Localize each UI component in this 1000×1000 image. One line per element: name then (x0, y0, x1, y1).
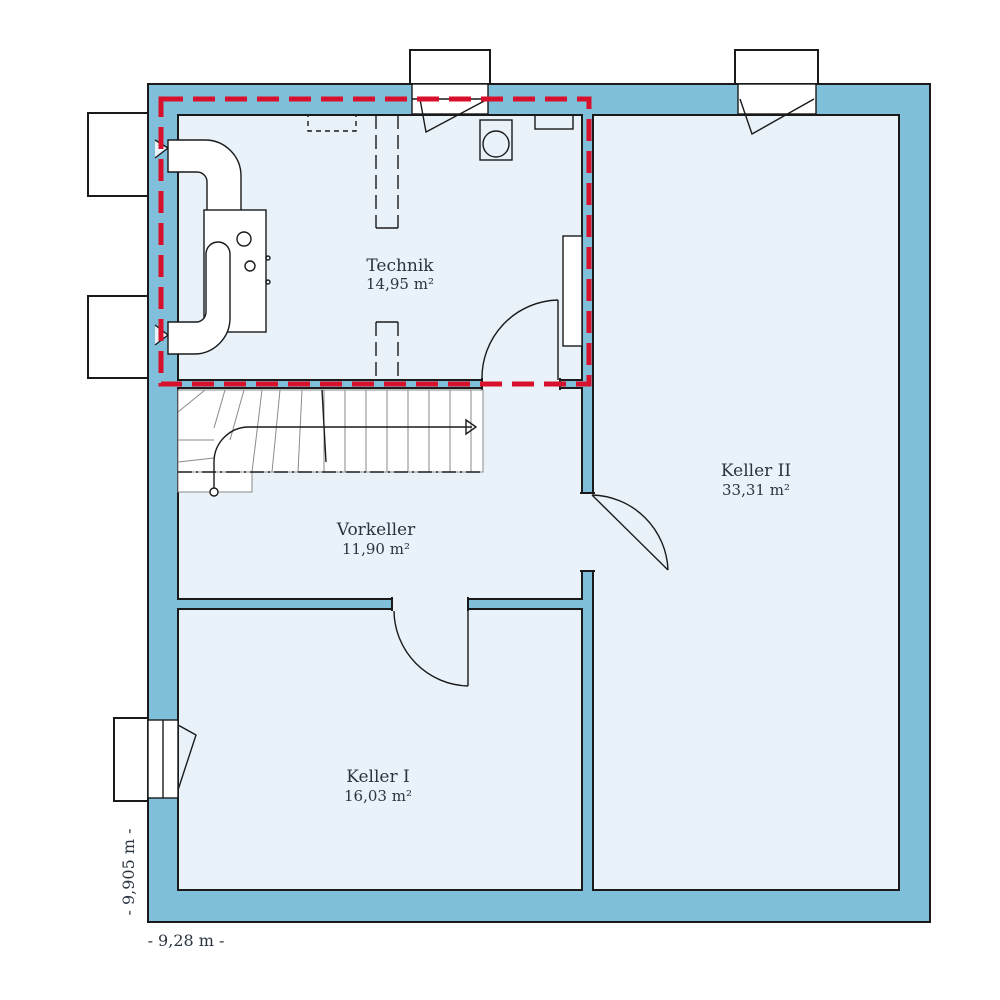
room-keller-1 (177, 608, 583, 891)
room-name-vorkeller: Vorkeller (336, 520, 416, 540)
room-area-vorkeller: 11,90 m² (342, 540, 410, 558)
room-area-technik: 14,95 m² (366, 275, 434, 293)
technik-highlight-frame (158, 96, 592, 387)
light-wells (87, 49, 819, 802)
room-area-keller-1: 16,03 m² (344, 787, 412, 805)
door-swings (393, 299, 669, 687)
room-name-technik: Technik (366, 256, 434, 276)
dimension-width: - 9,28 m - (148, 931, 225, 950)
dimension-depth: - 9,905 m - (119, 828, 138, 915)
room-name-keller-1: Keller I (346, 767, 409, 787)
room-name-keller-2: Keller II (721, 461, 791, 481)
staircase (177, 389, 484, 497)
room-keller-2 (592, 114, 900, 891)
room-area-keller-2: 33,31 m² (722, 481, 790, 499)
technik-equipment (167, 114, 583, 380)
